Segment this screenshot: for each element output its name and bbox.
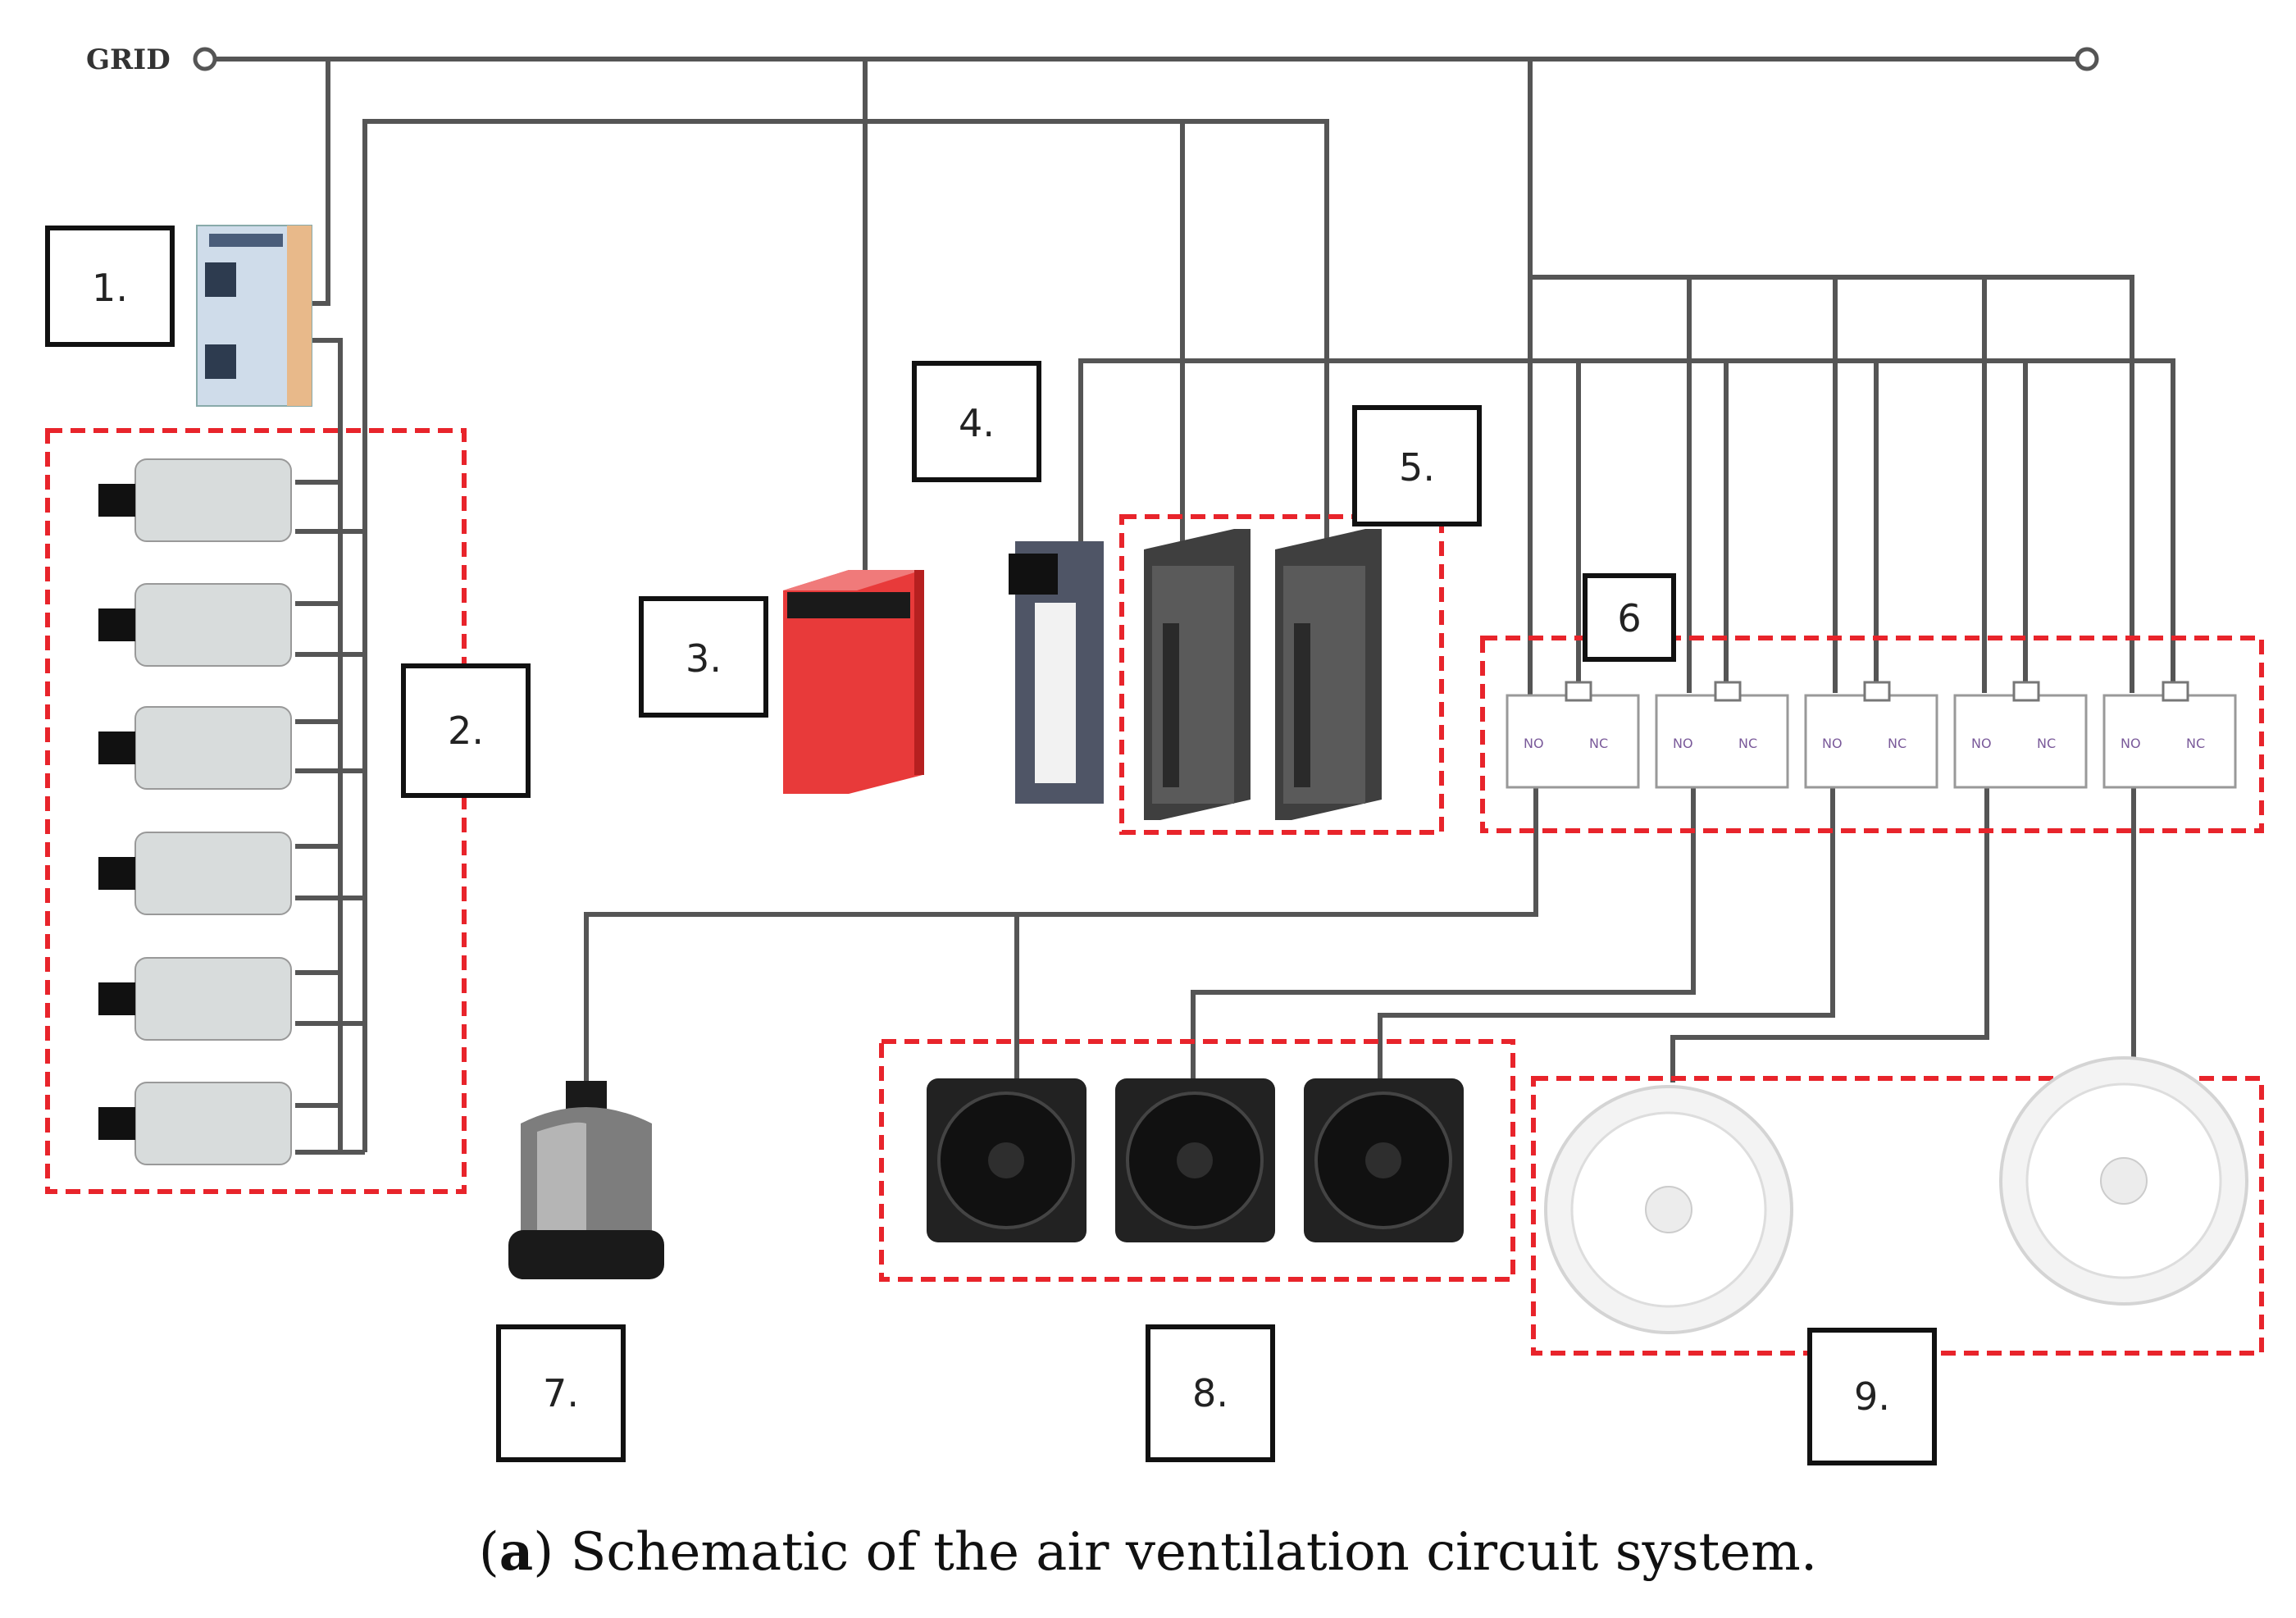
plc-input-module	[1009, 541, 1104, 804]
relay: NO NC	[1655, 681, 1789, 789]
relay-bank: NO NC NO NC NO NC NO NC NO NC	[1506, 681, 2237, 789]
label-5: 5.	[1399, 445, 1435, 490]
grid-terminal-right	[2075, 47, 2099, 71]
dc-fan-group-border	[879, 1039, 1515, 1282]
relay-no-label: NO	[1524, 736, 1544, 751]
exhaust-fan	[1544, 1085, 1793, 1334]
grid-terminal-left	[193, 47, 217, 71]
label-8: 8.	[1192, 1371, 1228, 1415]
relay-nc-label: NC	[2037, 736, 2056, 751]
relay-no-label: NO	[2121, 736, 2141, 751]
label-9: 9.	[1854, 1374, 1890, 1419]
sensor-unit	[98, 458, 292, 542]
relay-no-label: NO	[1971, 736, 1992, 751]
relay: NO NC	[2102, 681, 2237, 789]
sensor-unit	[98, 957, 292, 1041]
sensor-unit	[98, 1082, 292, 1165]
relay-nc-label: NC	[2186, 736, 2205, 751]
relay-nc-label: NC	[1589, 736, 1608, 751]
caption-tag: a	[499, 1521, 534, 1583]
power-supply	[196, 225, 312, 407]
dc-fan	[1115, 1078, 1275, 1242]
relay-nc-label: NC	[1888, 736, 1906, 751]
label-1: 1.	[92, 266, 128, 310]
label-3: 3.	[686, 636, 722, 681]
relay-group-border	[1480, 636, 2264, 833]
relay: NO NC	[1506, 681, 1640, 789]
water-pump	[508, 1081, 664, 1279]
dc-fan	[1304, 1078, 1464, 1242]
relay: NO NC	[1953, 681, 2088, 789]
relay-nc-label: NC	[1738, 736, 1757, 751]
exhaust-fan	[1999, 1056, 2248, 1306]
analog-module	[1144, 529, 1250, 820]
sensor-unit	[98, 706, 292, 790]
current-sensors	[98, 458, 292, 1165]
relay: NO NC	[1804, 681, 1938, 789]
exhaust-fans	[1544, 1056, 2248, 1334]
sensor-unit	[98, 832, 292, 915]
relay-no-label: NO	[1822, 736, 1843, 751]
plc-cpu	[783, 570, 924, 794]
figure-caption: (a) Schematic of the air ventilation cir…	[478, 1521, 1818, 1583]
plc-analog-modules	[1144, 529, 1382, 820]
dc-fans	[927, 1078, 1464, 1242]
label-4: 4.	[959, 401, 995, 445]
label-6: 6	[1617, 596, 1641, 640]
dc-fan	[927, 1078, 1086, 1242]
relay-no-label: NO	[1673, 736, 1693, 751]
analog-module	[1275, 529, 1382, 820]
grid-label: GRID	[86, 43, 171, 76]
sensor-unit	[98, 583, 292, 667]
sensor-group-border	[45, 428, 467, 1194]
io-module-group-border	[1119, 514, 1444, 835]
label-2: 2.	[448, 709, 484, 753]
label-7: 7.	[543, 1371, 579, 1415]
wiring	[213, 57, 2175, 1155]
caption-text: Schematic of the air ventilation circuit…	[554, 1522, 1818, 1583]
